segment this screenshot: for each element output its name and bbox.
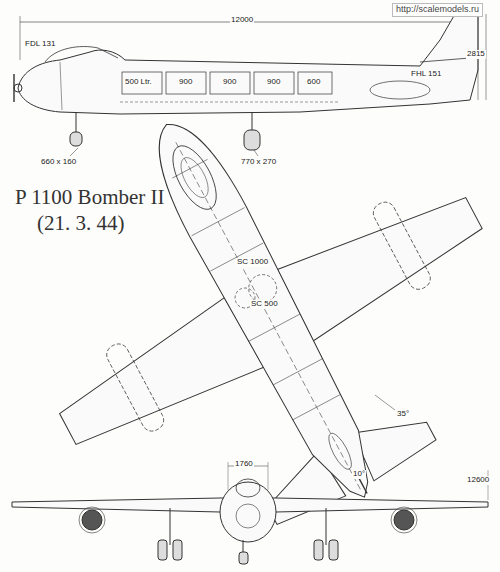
dimension: 12600 (466, 476, 490, 485)
front-view (12, 462, 488, 564)
drawing-date: (21. 3. 44) (36, 212, 126, 235)
dimension: 1760 (234, 460, 254, 469)
tank-capacity: 900 (178, 78, 193, 87)
tank-capacity: 900 (266, 78, 281, 87)
wheel-size: 770 x 270 (240, 158, 277, 167)
plan-view (0, 17, 500, 572)
angle: 35° (396, 410, 410, 419)
tank-capacity: 500 Ltr. (124, 78, 153, 87)
dimension: 2815 (466, 50, 486, 59)
gun-turret: FHL 151 (410, 70, 442, 79)
bomb-load: SC 500 (250, 300, 279, 309)
tank-capacity: 600 (306, 78, 321, 87)
bomb-load: SC 1000 (236, 258, 269, 267)
dimension: 12000 (230, 16, 254, 25)
watermark: http://scalemodels.ru (392, 3, 483, 17)
gun-turret: FDL 131 (24, 40, 56, 49)
tank-capacity: 900 (222, 78, 237, 87)
angle: 10° (352, 470, 366, 479)
drawing-title: P 1100 Bomber II (14, 186, 166, 209)
side-view (14, 12, 486, 156)
wheel-size: 660 x 160 (40, 158, 77, 167)
